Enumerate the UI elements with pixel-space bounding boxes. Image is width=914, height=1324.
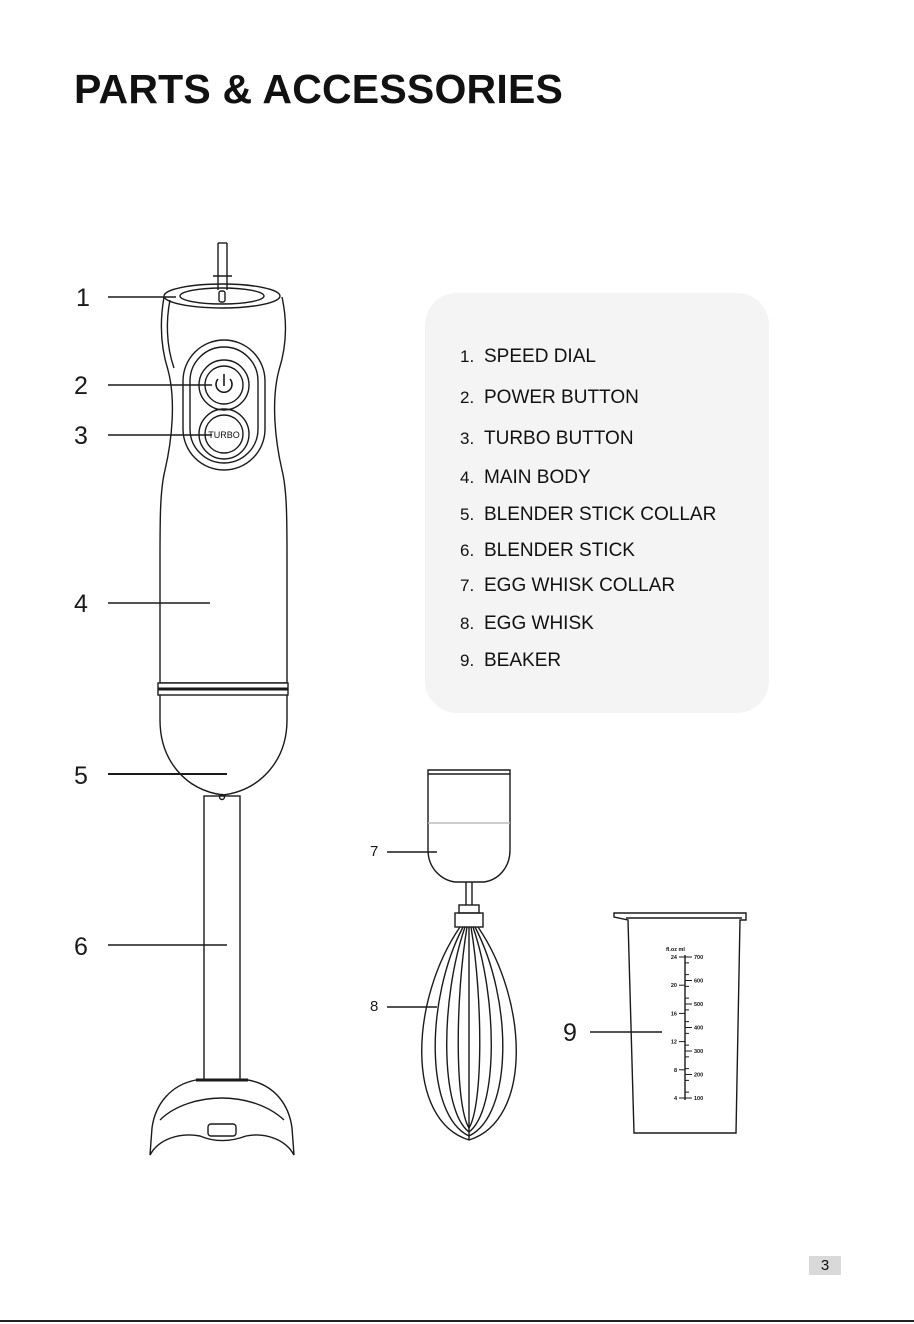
- beaker-oz-label: 24: [671, 955, 678, 961]
- beaker-ml-label: 300: [694, 1049, 703, 1055]
- beaker-oz-label: 16: [671, 1011, 677, 1017]
- beaker-ml-label: 700: [694, 955, 703, 961]
- beaker-oz-label: 12: [671, 1040, 677, 1046]
- beaker-oz-label: 20: [671, 983, 677, 989]
- power-cord: [213, 243, 232, 290]
- blender-stick-shape: [204, 796, 240, 1080]
- egg-whisk-shape: [422, 905, 517, 1140]
- turbo-label: TURBO: [208, 430, 240, 440]
- beaker-ml-label: 500: [694, 1002, 703, 1008]
- beaker-ml-label: 100: [694, 1096, 703, 1102]
- blender-stick-collar-shape: [160, 695, 287, 795]
- beaker-unit-header: fl.oz ml: [666, 947, 685, 953]
- beaker-ml-label: 400: [694, 1026, 703, 1032]
- speed-dial-shape: [164, 284, 280, 308]
- beaker-oz-label: 4: [674, 1096, 678, 1102]
- bottom-rule: [0, 1320, 914, 1322]
- egg-whisk-collar-shape: [428, 770, 510, 882]
- page-number: 3: [809, 1256, 841, 1275]
- blade-guard-shape: [150, 1080, 294, 1155]
- beaker-ml-label: 600: [694, 979, 703, 985]
- beaker-shape: [614, 913, 746, 1133]
- beaker-ml-label: 200: [694, 1073, 703, 1079]
- main-body-shape: [160, 297, 287, 683]
- beaker-oz-label: 8: [674, 1068, 677, 1074]
